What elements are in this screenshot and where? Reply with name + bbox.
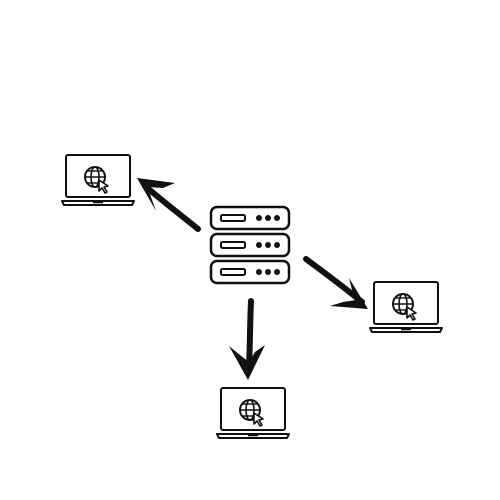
server-unit (209, 232, 291, 258)
arrow-to-bottom-laptop (229, 298, 265, 380)
laptop-globe-icon (216, 387, 290, 439)
server-unit (209, 205, 291, 231)
arrow-to-top-left-laptop (137, 178, 201, 232)
laptop-globe-icon (61, 154, 135, 206)
server-rack-icon (209, 205, 291, 285)
laptop-globe-icon (369, 281, 443, 333)
server-unit (209, 259, 291, 285)
arrow-to-right-laptop (303, 256, 368, 309)
